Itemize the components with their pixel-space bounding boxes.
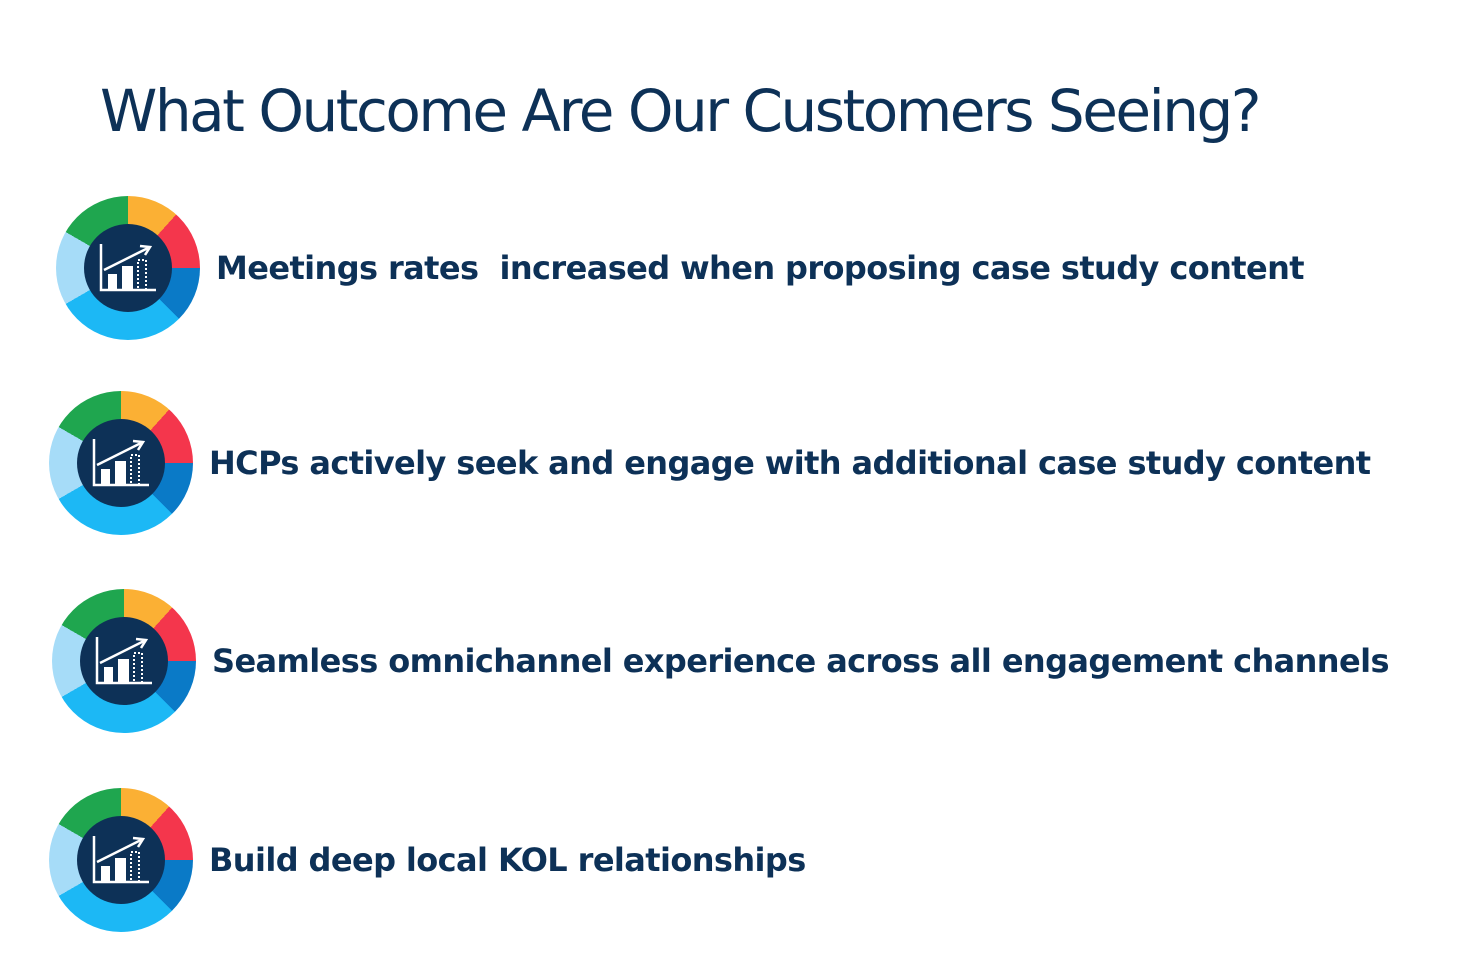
outcome-label: Seamless omnichannel experience across a… xyxy=(212,642,1390,680)
growth-chart-icon xyxy=(52,589,196,733)
growth-chart-icon xyxy=(56,196,200,340)
outcome-label: Build deep local KOL relationships xyxy=(209,841,806,879)
page-title: What Outcome Are Our Customers Seeing? xyxy=(100,76,1262,145)
outcome-item: Seamless omnichannel experience across a… xyxy=(52,589,1390,733)
outcome-item: Meetings rates increased when proposing … xyxy=(56,196,1305,340)
outcome-label: HCPs actively seek and engage with addit… xyxy=(209,444,1371,482)
growth-chart-icon xyxy=(49,788,193,932)
outcome-item: HCPs actively seek and engage with addit… xyxy=(49,391,1371,535)
outcome-item: Build deep local KOL relationships xyxy=(49,788,806,932)
growth-chart-icon xyxy=(49,391,193,535)
outcome-label: Meetings rates increased when proposing … xyxy=(216,249,1305,287)
